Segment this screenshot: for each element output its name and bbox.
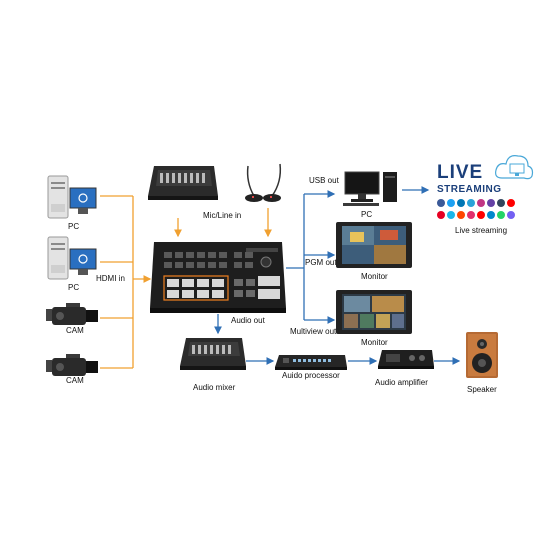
hdmi-input-lines (100, 195, 152, 369)
mic-line-lines (174, 208, 272, 238)
speaker-icon (466, 332, 498, 378)
audio-processor-label: Auido processor (282, 371, 340, 380)
usb-out-label: USB out (309, 176, 339, 185)
cam1-label: CAM (66, 326, 84, 335)
cam2-label: CAM (66, 376, 84, 385)
social-media-icons (437, 199, 515, 219)
speaker-label: Speaker (467, 385, 497, 394)
multiview-out-label: Multiview out (290, 327, 337, 336)
gooseneck-microphone-icon (245, 163, 282, 202)
audio-out-label: Audio out (231, 316, 265, 325)
monitor-icon (336, 222, 412, 268)
camcorder-icon (46, 303, 98, 325)
live-logo-text: LIVE (437, 162, 484, 183)
video-switcher-icon (150, 242, 286, 313)
social-icons-row-2 (437, 211, 515, 219)
output-pc-label: PC (361, 210, 373, 219)
mic-line-in-label: Mic/Line in (203, 211, 242, 220)
audio-amplifier-icon (378, 350, 434, 369)
social-icons-row-1 (437, 199, 515, 207)
pc-tower-icon (47, 236, 97, 280)
cloud-icon (495, 155, 534, 180)
audio-mixer-icon (180, 338, 246, 370)
pc-tower-icon (47, 175, 97, 219)
audio-mixer-label: Audio mixer (193, 383, 236, 392)
desktop-pc-icon (343, 171, 397, 206)
audio-mixer-console-icon (148, 166, 218, 200)
pc1-label: PC (68, 222, 80, 231)
monitor2-label: Monitor (361, 338, 388, 347)
live-streaming-label: Live streaming (455, 226, 508, 235)
streaming-logo-text: STREAMING (437, 184, 502, 195)
camcorder-icon (46, 354, 98, 376)
hdmi-in-label: HDMI in (96, 274, 125, 283)
monitor1-label: Monitor (361, 272, 388, 281)
pc2-label: PC (68, 283, 80, 292)
monitor-icon (336, 290, 412, 334)
output-lines (214, 186, 461, 365)
audio-amplifier-label: Audio amplifier (375, 378, 428, 387)
audio-processor-icon (275, 355, 347, 370)
pgm-out-label: PGM out (305, 258, 337, 267)
